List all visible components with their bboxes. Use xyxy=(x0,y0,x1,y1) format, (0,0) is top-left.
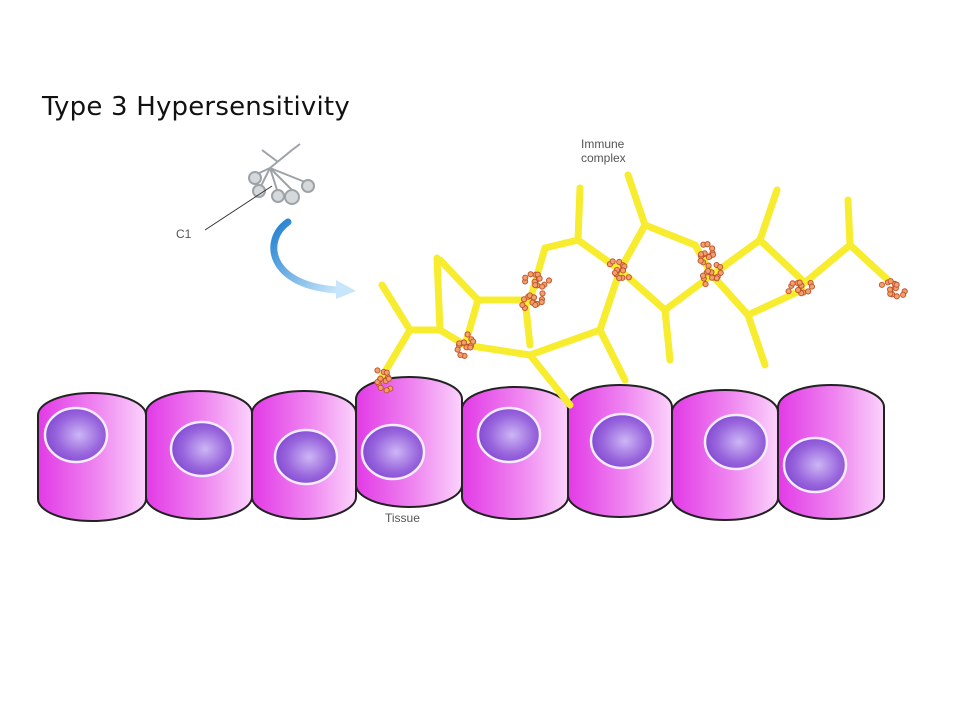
antibody-segment xyxy=(526,351,574,409)
cell-nucleus xyxy=(589,412,655,470)
antigen-cluster xyxy=(699,261,724,288)
antibody-segment xyxy=(846,241,892,284)
antigen-cluster xyxy=(785,279,815,297)
cell-nucleus xyxy=(476,406,542,464)
cell-nucleus xyxy=(782,436,848,494)
tissue-cell xyxy=(567,384,673,518)
antibody-segment xyxy=(436,256,482,304)
tissue-cell xyxy=(355,376,463,508)
cell-nucleus xyxy=(360,423,426,481)
antibody-segment xyxy=(744,311,769,369)
immune-complex-label-line2: complex xyxy=(581,151,626,165)
antibody-segment xyxy=(574,184,584,244)
antibody-segment xyxy=(798,241,854,289)
cell-nucleus xyxy=(703,413,769,471)
antibody-segment xyxy=(641,221,699,249)
antibody-segment xyxy=(756,186,781,244)
tissue-cell xyxy=(37,392,147,522)
antibody-segment xyxy=(844,196,854,249)
tissue-cell xyxy=(671,389,779,521)
tissue-cells xyxy=(37,376,885,522)
c1-pointer-line xyxy=(204,185,273,231)
immune-complex-label-line1: Immune xyxy=(581,137,625,151)
immune-complex-network xyxy=(376,171,892,409)
cell-nucleus xyxy=(43,406,109,464)
antigen-cluster xyxy=(522,271,553,290)
curved-arrow xyxy=(270,218,356,299)
antigen-cluster xyxy=(519,290,546,312)
antibody-segment xyxy=(596,326,629,384)
tissue-cell xyxy=(251,390,357,520)
antibody-segment xyxy=(661,306,674,364)
antibody-segment xyxy=(744,286,806,319)
antibody-segment xyxy=(574,236,624,274)
antigen-clusters xyxy=(374,241,908,394)
slide-title: Type 3 Hypersensitivity xyxy=(42,92,350,122)
antibody-segment xyxy=(378,281,414,334)
antibody-segment xyxy=(461,341,534,359)
tissue-cell xyxy=(461,386,569,520)
antibody-segment xyxy=(526,326,604,359)
cell-nucleus xyxy=(169,420,235,478)
antigen-cluster xyxy=(606,258,632,282)
antigen-cluster xyxy=(878,278,908,300)
antibody-segment xyxy=(596,266,624,334)
antibody-segment xyxy=(461,296,482,349)
antibody-segment xyxy=(624,171,649,229)
tissue-cell xyxy=(777,384,885,520)
tissue-label: Tissue xyxy=(385,511,420,525)
antigen-cluster xyxy=(454,331,477,359)
antibody-segment xyxy=(541,236,582,252)
antibody-segment xyxy=(433,254,444,334)
antigen-cluster xyxy=(374,367,394,394)
c1-label: C1 xyxy=(176,227,192,241)
c1-molecule xyxy=(248,143,315,205)
cell-nucleus xyxy=(273,428,339,486)
antigen-cluster xyxy=(697,241,717,269)
tissue-cell xyxy=(145,390,253,520)
antibody-segment xyxy=(708,271,752,319)
antibody-segment xyxy=(756,236,806,284)
